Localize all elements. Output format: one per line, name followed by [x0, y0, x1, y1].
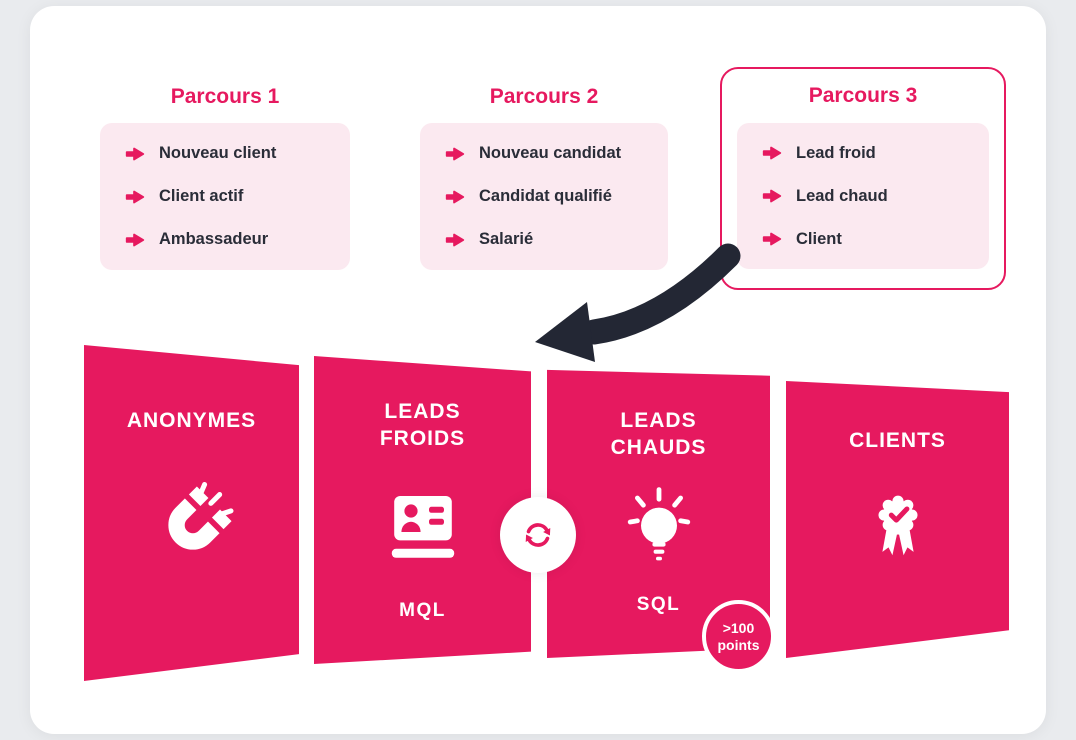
lightbulb-icon	[617, 462, 701, 594]
parcours-1-box: Nouveau client Client actif Ambassadeur	[100, 123, 350, 270]
id-card-icon	[381, 453, 465, 600]
arrow-icon	[762, 146, 782, 160]
list-item: Candidat qualifié	[444, 186, 668, 208]
list-item-label: Salarié	[479, 230, 534, 248]
list-item-label: Lead chaud	[796, 186, 888, 205]
stage-label: ANONYMES	[126, 409, 257, 432]
arrow-icon	[762, 232, 782, 246]
points-badge-value: >100	[722, 619, 755, 636]
arrow-icon	[125, 190, 145, 203]
list-item-label: Nouveau client	[159, 144, 277, 162]
parcours-3-title: Parcours 3	[808, 84, 918, 107]
magnet-icon	[148, 434, 236, 617]
arrow-icon	[762, 189, 782, 203]
list-item-label: Client	[796, 229, 842, 248]
parcours-3-box: Lead froid Lead chaud Client	[737, 123, 989, 269]
funnel-stage-clients: CLIENTS	[786, 381, 1009, 658]
list-item: Client	[761, 228, 989, 250]
list-item-label: Candidat qualifié	[479, 187, 612, 205]
stage-label: CLIENTS	[849, 429, 946, 452]
arrow-icon	[445, 190, 465, 203]
arrow-icon	[445, 233, 465, 246]
arrow-icon	[125, 233, 145, 246]
list-item-label: Lead froid	[796, 143, 876, 162]
stage-sublabel: MQL	[399, 600, 446, 621]
list-item-label: Ambassadeur	[159, 230, 269, 248]
award-icon	[859, 454, 937, 594]
arrow-icon	[125, 147, 145, 160]
stage-label: LEADS FROIDS	[379, 400, 466, 451]
points-badge: >100 points	[702, 600, 775, 673]
list-item: Client actif	[124, 186, 350, 208]
list-item: Lead chaud	[761, 185, 989, 207]
list-item: Ambassadeur	[124, 229, 350, 251]
points-badge-unit: points	[717, 636, 760, 653]
list-item-label: Client actif	[159, 187, 244, 205]
parcours-1-title: Parcours 1	[170, 85, 280, 108]
list-item: Nouveau candidat	[444, 143, 668, 165]
parcours-2-box: Nouveau candidat Candidat qualifié Salar…	[420, 123, 668, 270]
sync-badge	[500, 497, 576, 573]
parcours-2-title: Parcours 2	[489, 85, 599, 108]
funnel-stage-leads-froids: LEADS FROIDS MQL	[314, 356, 531, 664]
arrow-icon	[445, 147, 465, 160]
funnel-stage-anonymes: ANONYMES	[84, 345, 299, 681]
sync-icon	[525, 523, 551, 547]
curved-arrow-icon	[535, 243, 741, 362]
list-item: Lead froid	[761, 142, 989, 164]
list-item: Nouveau client	[124, 143, 350, 165]
list-item: Salarié	[444, 229, 668, 251]
stage-sublabel: SQL	[636, 594, 681, 615]
list-item-label: Nouveau candidat	[479, 144, 622, 162]
stage-label: LEADS CHAUDS	[610, 409, 707, 460]
